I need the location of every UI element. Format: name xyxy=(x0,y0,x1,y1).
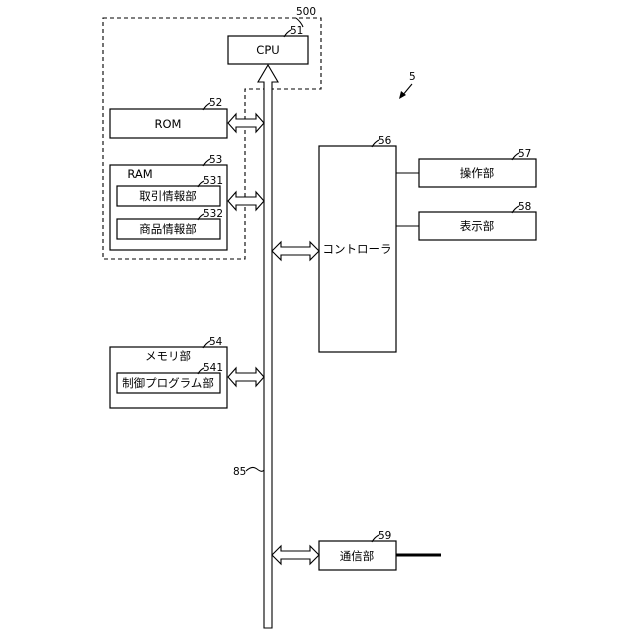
cpu-label: CPU xyxy=(256,43,279,57)
display-ref: 58 xyxy=(518,201,531,213)
transaction-info-label: 取引情報部 xyxy=(139,189,197,203)
group-ref: 500 xyxy=(296,6,316,18)
product-info-label: 商品情報部 xyxy=(139,222,197,236)
communication-ref: 59 xyxy=(378,530,391,542)
transaction-info-ref: 531 xyxy=(203,175,223,187)
cpu-ref: 51 xyxy=(290,25,303,37)
operation-label: 操作部 xyxy=(460,166,495,180)
memory-bus-arrow xyxy=(228,368,264,386)
rom-label: ROM xyxy=(155,117,182,131)
controller-label: コントローラ xyxy=(323,242,392,256)
ram-ref: 53 xyxy=(209,154,222,166)
display-label: 表示部 xyxy=(460,219,495,233)
operation-ref: 57 xyxy=(518,148,531,160)
control-program-label: 制御プログラム部 xyxy=(122,376,214,390)
controller-bus-arrow xyxy=(272,242,319,260)
control-program-ref: 541 xyxy=(203,362,223,374)
controller-ref: 56 xyxy=(378,135,392,147)
system-bus xyxy=(258,65,278,628)
product-info-ref: 532 xyxy=(203,208,223,220)
communication-bus-arrow xyxy=(272,546,319,564)
rom-bus-arrow xyxy=(228,114,264,132)
figure-ref: 5 xyxy=(409,71,416,83)
bus-ref-leader xyxy=(246,467,264,471)
ram-label: RAM xyxy=(127,167,152,181)
memory-ref: 54 xyxy=(209,336,223,348)
communication-label: 通信部 xyxy=(340,549,375,563)
bus-ref: 85 xyxy=(233,466,246,478)
ram-bus-arrow xyxy=(228,192,264,210)
memory-label: メモリ部 xyxy=(145,349,191,363)
rom-ref: 52 xyxy=(209,97,222,109)
